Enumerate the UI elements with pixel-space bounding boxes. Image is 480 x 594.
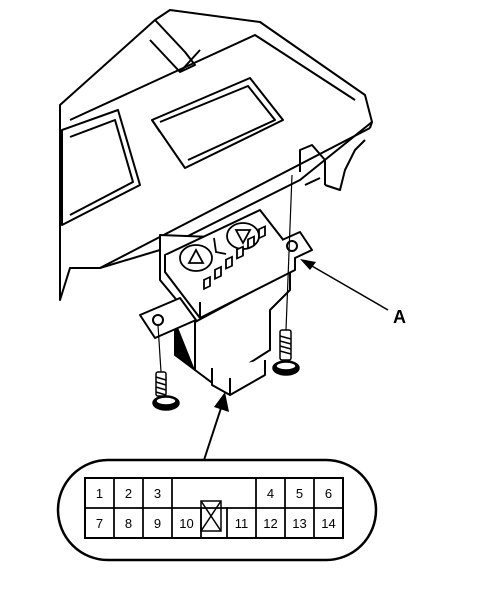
pin-12-label: 12	[263, 516, 277, 531]
pin-8-label: 8	[125, 516, 132, 531]
left-screw	[152, 371, 180, 411]
seat-icon	[213, 237, 227, 255]
pin-13-label: 13	[292, 516, 306, 531]
right-screw	[272, 329, 300, 376]
pin-9-label: 9	[154, 516, 161, 531]
callout-a: A	[300, 259, 406, 327]
pin-14-cell	[313, 507, 344, 539]
switch-buttons	[179, 222, 266, 291]
pin-3-label: 3	[154, 486, 161, 501]
pin-1-label: 1	[96, 486, 103, 501]
pin-6-label: 6	[325, 486, 332, 501]
pin-4-label: 4	[267, 486, 274, 501]
pin-10-label: 10	[179, 516, 193, 531]
pin-7-label: 7	[96, 516, 103, 531]
pin-5-label: 5	[296, 486, 303, 501]
dashboard-panel	[59, 9, 373, 301]
pin-2-label: 2	[125, 486, 132, 501]
up-arrow-icon	[187, 248, 205, 264]
mounting-screws	[152, 174, 300, 411]
keyed-cavity	[200, 500, 222, 532]
indicator-lights	[203, 225, 266, 291]
pin-14-label: 14	[321, 516, 335, 531]
down-arrow-icon	[234, 229, 252, 245]
connector-arrow	[203, 392, 229, 461]
pin-11-label: 11	[235, 516, 249, 531]
callout-a-label: A	[393, 307, 406, 327]
